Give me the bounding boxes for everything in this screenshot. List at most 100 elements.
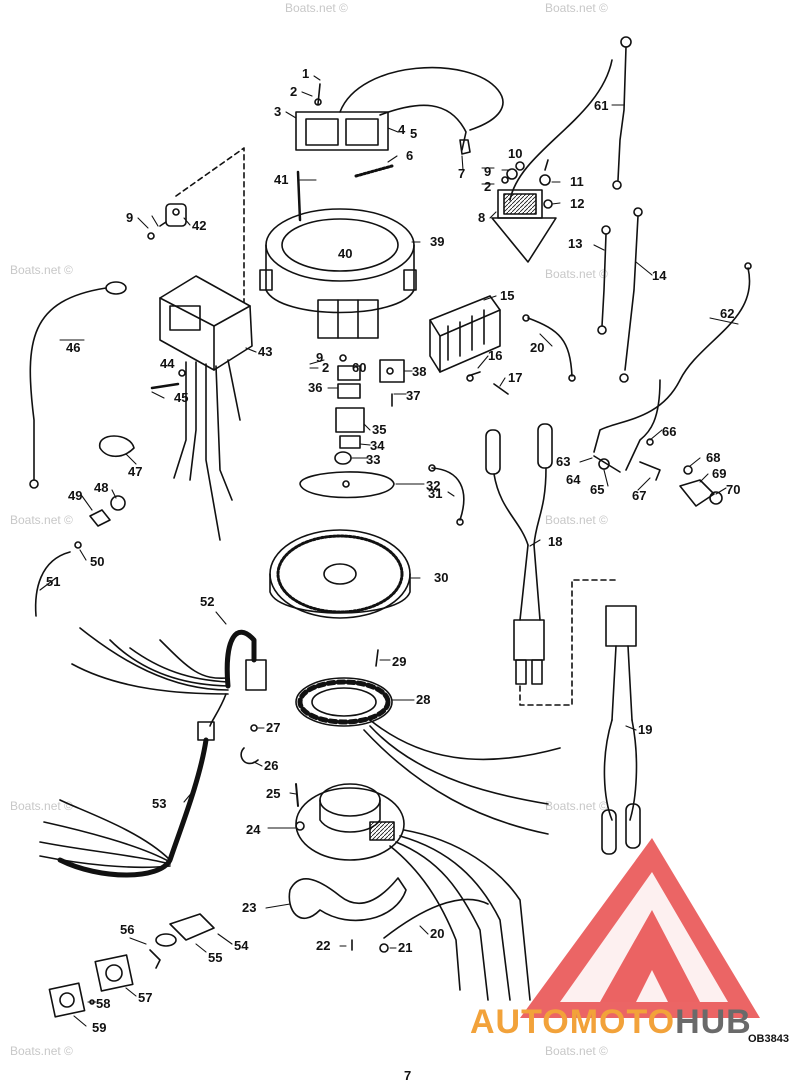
callout-32: 32 [426,478,440,493]
watermark-text: Boats.net © [10,263,73,277]
callout-6: 6 [406,148,413,163]
callout-54: 54 [234,938,249,953]
page-number: 7 [404,1068,412,1083]
harness-18 [485,423,617,706]
callout-20: 20 [530,340,544,355]
diagram-code: OB3843 [748,1033,789,1045]
callout-52: 52 [200,594,214,609]
power-pack-43 [159,275,253,541]
callout-9: 9 [484,164,491,179]
watermark-text: Boats.net © [545,513,608,527]
callout-64: 64 [566,472,581,487]
callout-61: 61 [594,98,608,113]
automotohub-logo-icon [520,838,760,1018]
callout-45: 45 [174,390,188,405]
harness-19 [601,605,641,855]
callout-3: 3 [274,104,281,119]
watermark-text: Boats.net © [545,1044,608,1058]
timer-base-24 [295,783,531,1001]
brand-part-1: AUTOMOTO [470,1003,676,1041]
part-38 [379,359,405,383]
callout-49: 49 [68,488,82,503]
retainer-23 [288,877,407,922]
callout-21: 21 [398,940,412,955]
harness-53 [39,721,215,878]
callout-44: 44 [160,356,175,371]
callout-37: 37 [406,388,420,403]
callout-51: 51 [46,574,60,589]
switch-box-part [295,66,504,155]
watermark-text: Boats.net © [545,267,608,281]
callout-19: 19 [638,722,652,737]
callout-24: 24 [246,822,261,837]
plate-32 [299,471,395,499]
callout-39: 39 [430,234,444,249]
callout-53: 53 [152,796,166,811]
callout-7: 7 [458,166,465,181]
flywheel-30 [269,529,411,619]
callout-42: 42 [192,218,206,233]
harness-52 [71,627,267,727]
watermark-text: Boats.net © [10,513,73,527]
callout-5: 5 [410,126,417,141]
callout-33: 33 [366,452,380,467]
callout-4: 4 [398,122,406,137]
callout-36: 36 [308,380,322,395]
callout-43: 43 [258,344,272,359]
callout-15: 15 [500,288,514,303]
callout-11: 11 [570,174,584,189]
callout-labels: 1 2 3 4 5 6 7 8 9 10 11 12 13 14 15 16 1… [46,66,740,1035]
leader-lines [39,75,739,1027]
callout-18: 18 [548,534,562,549]
callout-67: 67 [632,488,646,503]
connector-strip [354,164,394,178]
watermark-text: Boats.net © [10,1044,73,1058]
watermark-text: Boats.net © [285,1,348,15]
watermark-text: Boats.net © [545,1,608,15]
callout-1: 1 [302,66,309,81]
callout-56: 56 [120,922,134,937]
callout-22: 22 [316,938,330,953]
watermark-text: Boats.net © [545,799,608,813]
watermark-text: Boats.net © [10,799,73,813]
callout-30: 30 [434,570,448,585]
callout-65: 65 [590,482,604,497]
callout-35: 35 [372,422,386,437]
cables-13-14 [597,207,643,383]
callout-38: 38 [412,364,426,379]
callout-34: 34 [370,438,385,453]
callout-57: 57 [138,990,152,1005]
stator-28 [295,677,561,835]
callout-16: 16 [488,348,502,363]
callout-58: 58 [96,996,110,1011]
callout-29: 29 [392,654,406,669]
callout-2: 2 [484,179,491,194]
callout-2: 2 [290,84,297,99]
callout-60: 60 [352,360,366,375]
callout-47: 47 [128,464,142,479]
callout-28: 28 [416,692,430,707]
callout-40: 40 [338,246,352,261]
callout-26: 26 [264,758,278,773]
callout-23: 23 [242,900,256,915]
callout-59: 59 [92,1020,106,1035]
starter-solenoid [491,59,613,263]
callout-62: 62 [720,306,734,321]
callout-12: 12 [570,196,584,211]
callout-46: 46 [66,340,80,355]
callout-9: 9 [316,350,323,365]
terminal-block-15 [429,295,501,373]
callout-27: 27 [266,720,280,735]
clamp-47 [99,435,135,458]
ring-39 [259,208,417,339]
callout-66: 66 [662,424,676,439]
callout-17: 17 [508,370,522,385]
callout-50: 50 [90,554,104,569]
callout-8: 8 [478,210,485,225]
callout-63: 63 [556,454,570,469]
callout-69: 69 [712,466,726,481]
ground-cable-46 [29,281,127,489]
callout-68: 68 [706,450,720,465]
callout-25: 25 [266,786,280,801]
